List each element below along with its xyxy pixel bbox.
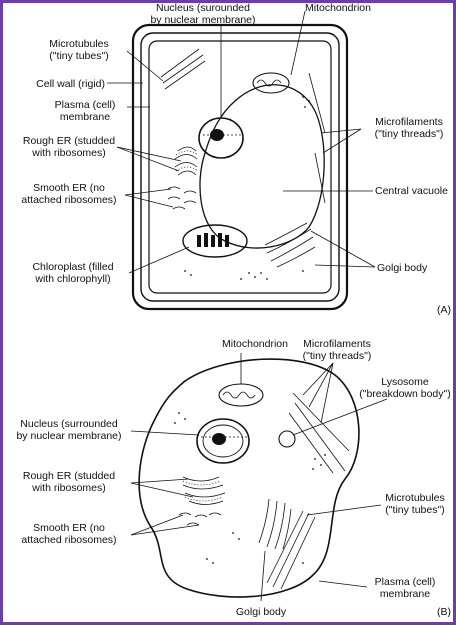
- plant-golgi-body: [264, 222, 316, 268]
- animal-smooth-er: [178, 512, 222, 526]
- plant-rough-er-label-1: Rough ER (studded: [23, 135, 115, 147]
- animal-rough-er-label-1: Rough ER (studded: [23, 470, 115, 482]
- central-vacuole-label: Central vacuole: [375, 185, 448, 197]
- animal-smooth-er-label-1: Smooth ER (no: [33, 522, 105, 534]
- animal-plasma-membrane-label-2: membrane: [380, 588, 430, 600]
- plant-cell-wall-inner: [140, 32, 340, 302]
- animal-rough-er: [182, 476, 226, 505]
- lysosome: [278, 430, 296, 448]
- plant-microtubules: [160, 48, 206, 90]
- plant-smooth-er: [167, 186, 197, 210]
- plant-cell-wall-outer: [131, 23, 349, 311]
- animal-plasma-membrane: [138, 358, 360, 598]
- plant-plasma-membrane-label-1: Plasma (cell): [55, 99, 116, 111]
- chloroplast: [182, 224, 248, 258]
- plant-plasma-membrane: [148, 40, 332, 294]
- animal-nucleus-label-2: by nuclear membrane): [16, 430, 121, 442]
- animal-smooth-er-label-2: attached ribosomes): [21, 534, 116, 546]
- plant-nucleus-label-2: by nuclear membrane): [150, 14, 255, 26]
- plant-mitochondrion-label: Mitochondrion: [305, 3, 371, 14]
- plant-plasma-membrane-label-2: membrane: [60, 111, 110, 123]
- plant-microfilaments-label-2: ("tiny threads"): [375, 128, 444, 140]
- plant-mitochondrion: [252, 72, 290, 94]
- plant-rough-er-label-2: with ribosomes): [31, 147, 106, 159]
- panel-a-label: (A): [437, 304, 451, 316]
- animal-nucleus: [196, 418, 250, 464]
- chloroplast-label-2: with chlorophyll): [34, 273, 110, 285]
- chloroplast-label-1: Chloroplast (filled: [32, 261, 113, 273]
- plant-microfilaments-label-1: Microfilaments: [375, 116, 443, 128]
- animal-mitochondrion-label: Mitochondrion: [222, 338, 288, 350]
- animal-plasma-membrane-label-1: Plasma (cell): [375, 576, 436, 588]
- central-vacuole: [199, 84, 325, 249]
- animal-nucleolus: [212, 433, 226, 445]
- plant-smooth-er-label-1: Smooth ER (no: [33, 182, 105, 194]
- cell-wall-label: Cell wall (rigid): [36, 78, 105, 90]
- plant-ribosomes: [184, 96, 310, 280]
- animal-microfilaments-label-1: Microfilaments: [303, 338, 371, 350]
- animal-rough-er-label-2: with ribosomes): [31, 482, 106, 494]
- animal-golgi-body-label: Golgi body: [236, 606, 287, 618]
- cell-diagrams: Nucleus (surounded by nuclear membrane) …: [16, 3, 451, 618]
- animal-nucleus-label-1: Nucleus (surrounded: [20, 418, 118, 430]
- animal-mitochondrion: [218, 383, 264, 407]
- lysosome-label-1: Lysosome: [381, 376, 429, 388]
- plant-microtubules-label-2: ("tiny tubes"): [49, 50, 108, 62]
- animal-microfilaments-label-2: ("tiny threads"): [303, 350, 372, 362]
- animal-cell-figure: Mitochondrion Microfilaments ("tiny thre…: [16, 338, 451, 618]
- animal-microtubules-label-2: ("tiny tubes"): [385, 504, 444, 516]
- animal-microtubules: [266, 510, 316, 590]
- animal-ribosomes: [174, 412, 326, 564]
- plant-microfilaments: [308, 72, 326, 204]
- plant-cell-figure: Nucleus (surounded by nuclear membrane) …: [21, 3, 451, 316]
- lysosome-label-2: ("breakdown body"): [359, 388, 451, 400]
- plant-golgi-body-label: Golgi body: [377, 262, 428, 274]
- plant-nucleus: [198, 117, 244, 159]
- plant-microtubules-label-1: Microtubules: [49, 38, 109, 50]
- plant-nucleus-label-1: Nucleus (surounded: [156, 3, 250, 14]
- animal-golgi-body: [258, 498, 292, 550]
- panel-b-label: (B): [437, 606, 451, 618]
- plant-smooth-er-label-2: attached ribosomes): [21, 194, 116, 206]
- plant-leader-lines: [107, 10, 376, 274]
- plant-rough-er: [174, 146, 199, 176]
- animal-leader-lines: [130, 353, 388, 602]
- animal-microtubules-label-1: Microtubules: [385, 492, 445, 504]
